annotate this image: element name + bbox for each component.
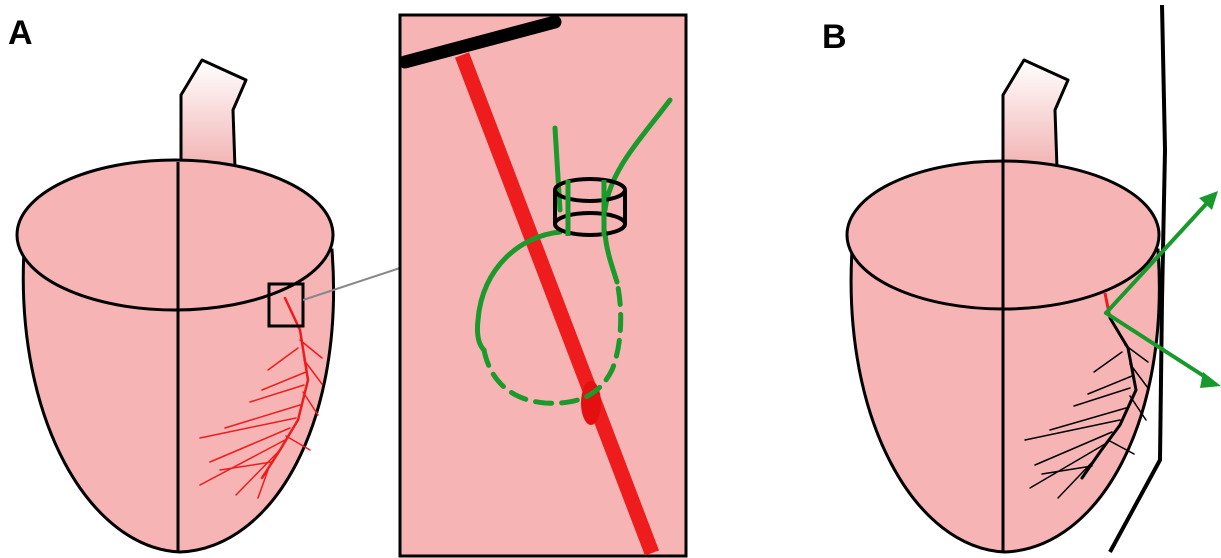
aortic-stump-b — [1003, 60, 1068, 168]
panel-b-label: B — [822, 18, 847, 56]
heart-rim — [17, 160, 333, 310]
panel-a-label: A — [8, 14, 33, 52]
panel-b: B — [822, 5, 1221, 552]
panel-a: A — [8, 14, 400, 552]
magnified-inset — [400, 15, 686, 556]
aortic-stump — [181, 60, 246, 168]
arrow-down-right-head — [1200, 372, 1221, 388]
